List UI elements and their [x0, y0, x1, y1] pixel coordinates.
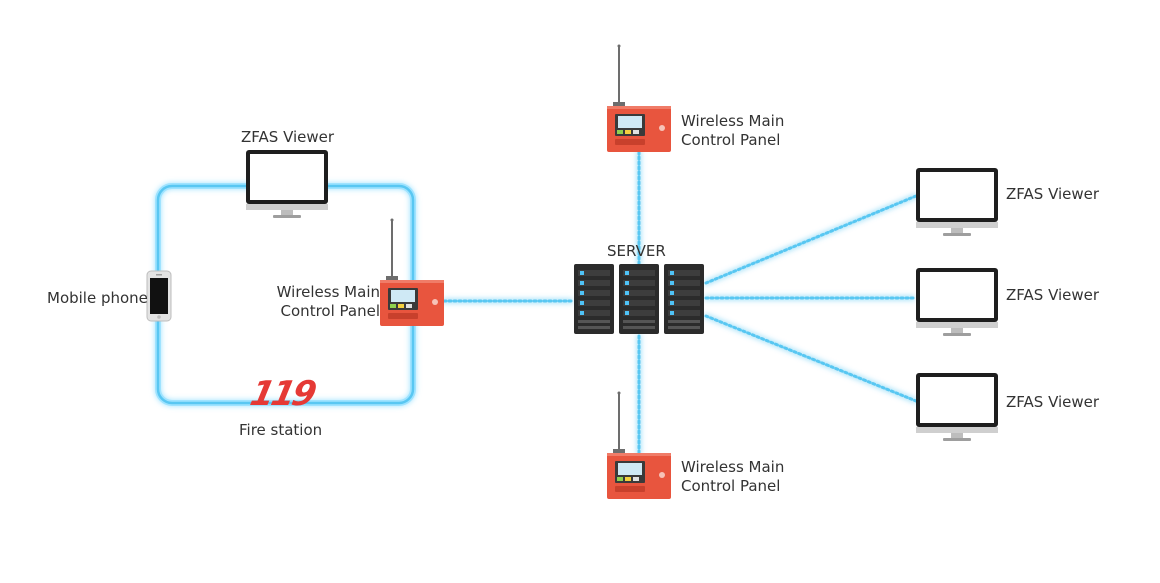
viewer-r2-label: ZFAS Viewer [1006, 286, 1100, 304]
viewer-r1-label: ZFAS Viewer [1006, 185, 1100, 203]
fire-station-label: Fire station [239, 421, 323, 439]
viewer-r1-monitor-icon [916, 168, 998, 236]
fire-station-logo: 119 [246, 374, 318, 414]
viewer-r3-label: ZFAS Viewer [1006, 393, 1100, 411]
viewer-r3-monitor-icon [916, 373, 998, 441]
viewer-left-label: ZFAS Viewer [241, 128, 335, 146]
mobile-phone-label: Mobile phone [47, 289, 148, 307]
server-rack-icon [574, 264, 704, 334]
panel-left-label: Wireless Main Control Panel [276, 283, 380, 320]
link-server-to-viewer-r3 [704, 314, 918, 403]
panel-top-label: Wireless Main Control Panel [681, 112, 785, 149]
viewer-r2-monitor-icon [916, 268, 998, 336]
panel-bottom-label: Wireless Main Control Panel [681, 458, 785, 495]
panel-top-icon [606, 43, 672, 153]
viewer-left-monitor-icon [246, 150, 328, 218]
link-server-to-viewer-r1 [704, 194, 918, 285]
server-label: SERVER [607, 242, 666, 260]
smartphone-icon [146, 270, 172, 322]
